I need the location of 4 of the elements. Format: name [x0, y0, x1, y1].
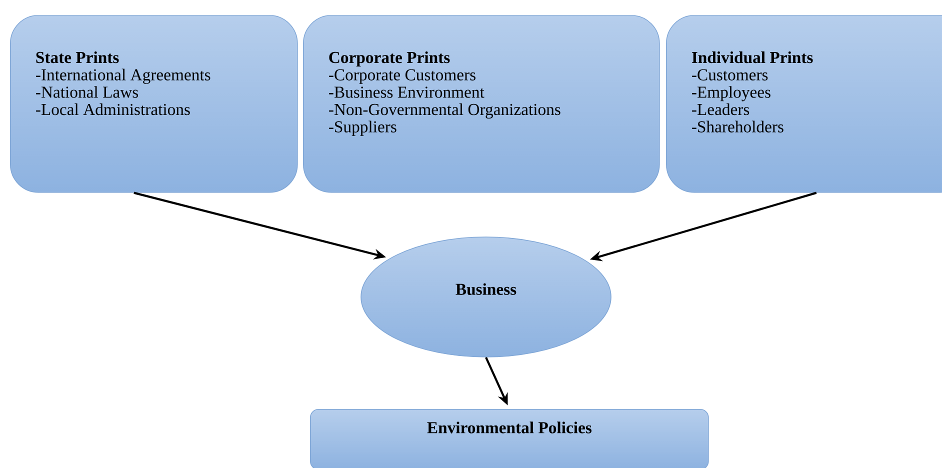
- rounded-box: Individual Prints -Customers -Employees -Leaders -Shareholders: [666, 15, 942, 193]
- rounded-box: Corporate Prints -Corporate Customers -Business Environment -Non-Governmental Organizations -Suppliers: [303, 15, 660, 193]
- rounded-box: Environmental Policies: [310, 409, 709, 468]
- rounded-box: State Prints -International Agreements -National Laws -Local Administrations: [10, 15, 298, 193]
